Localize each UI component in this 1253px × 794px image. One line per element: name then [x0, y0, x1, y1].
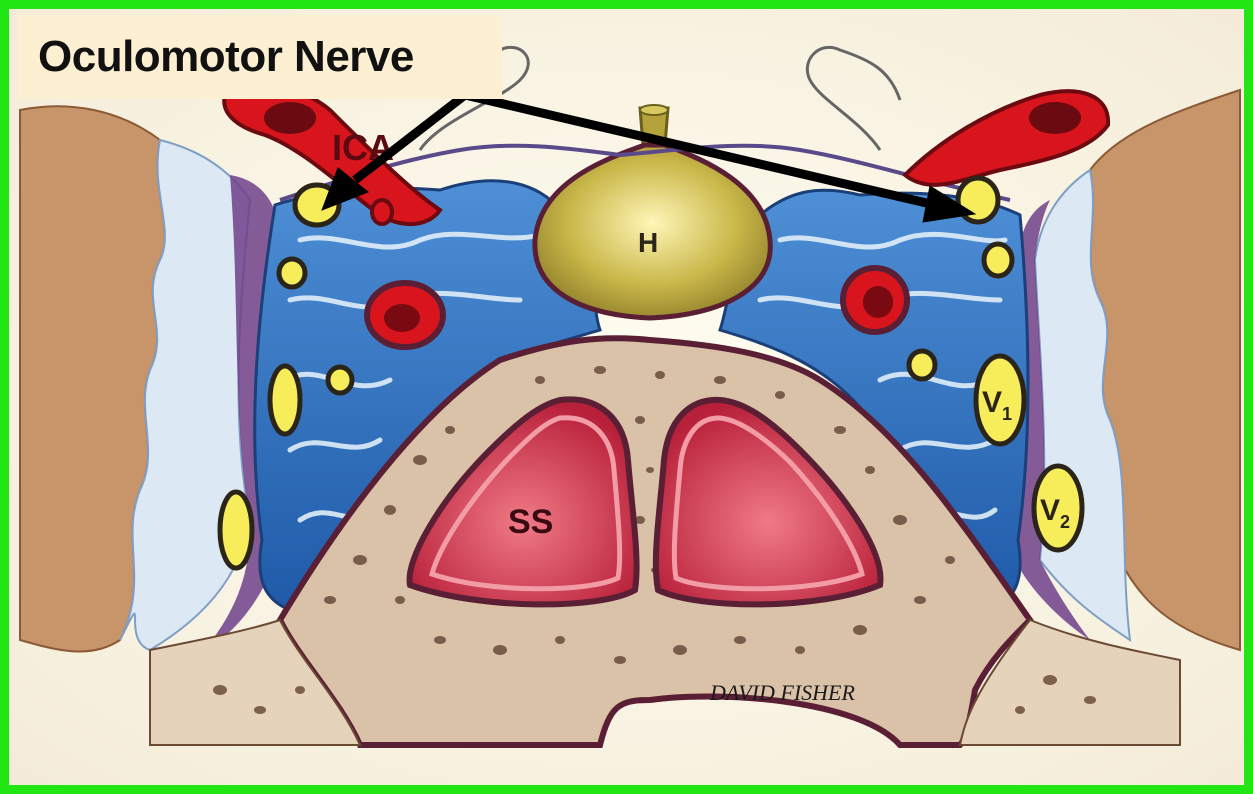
left-v2-nerve — [220, 492, 252, 568]
right-trochlear-nerve — [984, 244, 1012, 276]
left-v1-nerve — [270, 366, 300, 434]
left-ica-cut — [372, 200, 392, 224]
hypophysis-label: H — [638, 227, 658, 258]
right-abducens-nerve — [909, 351, 935, 379]
left-ica-section-lumen — [384, 304, 420, 332]
left-ica-lumen — [264, 102, 316, 134]
v1-subscript: 1 — [1002, 404, 1012, 424]
left-trochlear-nerve — [279, 259, 305, 287]
callout-label: Oculomotor Nerve — [38, 32, 414, 82]
v1-letter: V — [982, 386, 1002, 419]
right-ica-lumen — [1029, 102, 1081, 134]
v2-subscript: 2 — [1060, 512, 1070, 532]
artist-signature: DAVID FISHER — [709, 680, 855, 705]
right-ica-section-lumen — [863, 286, 893, 318]
oculomotor-nerve-callout: Oculomotor Nerve — [18, 15, 502, 99]
v2-letter: V — [1040, 494, 1060, 527]
left-abducens-nerve — [328, 367, 352, 393]
pituitary-stalk-top — [640, 105, 668, 115]
sphenoid-sinus-label: SS — [508, 503, 553, 541]
